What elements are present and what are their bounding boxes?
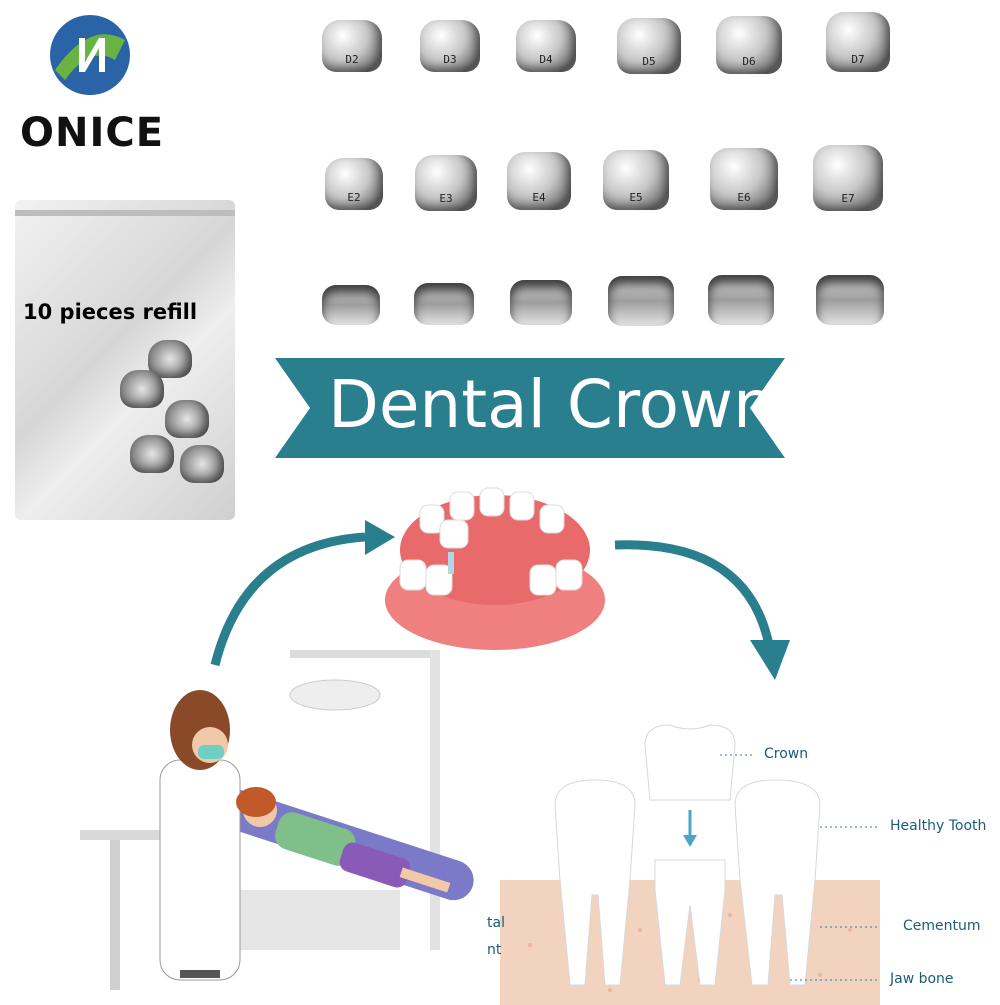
crown-ring bbox=[608, 276, 674, 326]
title-banner bbox=[275, 358, 785, 458]
crown-label: D2 bbox=[345, 53, 359, 66]
crown-label: D7 bbox=[851, 53, 865, 66]
crown-e5: E5 bbox=[603, 150, 669, 210]
bagged-crowns bbox=[120, 340, 230, 490]
crown-d2: D2 bbox=[322, 20, 382, 72]
crown-e3: E3 bbox=[415, 155, 477, 211]
crown-ring bbox=[708, 275, 774, 325]
onice-logo-icon bbox=[50, 15, 130, 95]
label-left-cut-1: tal bbox=[487, 915, 505, 931]
label-crown: Crown bbox=[764, 746, 809, 762]
bagged-crown bbox=[130, 435, 174, 473]
refill-bag: 10 pieces refill bbox=[15, 200, 235, 520]
crown-ring bbox=[322, 285, 380, 325]
crown-label: E4 bbox=[532, 191, 546, 204]
crown-label: E2 bbox=[347, 191, 361, 204]
refill-count-label: 10 pieces refill bbox=[23, 300, 198, 324]
crown-label: E5 bbox=[629, 191, 643, 204]
bagged-crown bbox=[165, 400, 209, 438]
label-healthy-tooth: Healthy Tooth bbox=[890, 818, 987, 834]
tooth-anatomy-diagram bbox=[500, 724, 880, 1005]
dentist-and-patient-illustration bbox=[80, 650, 474, 990]
bagged-crown bbox=[180, 445, 224, 483]
zip-bag-icon bbox=[15, 210, 235, 216]
crown-d5: D5 bbox=[617, 18, 681, 74]
brand-logo: ONICE bbox=[20, 10, 163, 156]
bagged-crown bbox=[120, 370, 164, 408]
crown-label: D5 bbox=[642, 55, 656, 68]
crown-label: D3 bbox=[443, 53, 457, 66]
curved-arrow-icon bbox=[210, 520, 395, 667]
crown-d7: D7 bbox=[826, 12, 890, 72]
label-jaw-bone: Jaw bone bbox=[890, 971, 954, 987]
label-cementum: Cementum bbox=[903, 918, 981, 934]
crown-label: E3 bbox=[439, 192, 453, 205]
crown-ring bbox=[510, 280, 572, 325]
crown-e4: E4 bbox=[507, 152, 571, 210]
crown-label: E6 bbox=[737, 191, 751, 204]
crown-e6: E6 bbox=[710, 148, 778, 210]
crown-d4: D4 bbox=[516, 20, 576, 72]
crown-ring bbox=[414, 283, 474, 325]
crown-label: E7 bbox=[841, 192, 855, 205]
crown-d3: D3 bbox=[420, 20, 480, 72]
label-left-cut-2: nt bbox=[487, 942, 502, 958]
crown-d6: D6 bbox=[716, 16, 782, 74]
crown-label: D4 bbox=[539, 53, 553, 66]
denture-with-implant-icon bbox=[385, 487, 605, 650]
crown-ring bbox=[816, 275, 884, 325]
crown-e2: E2 bbox=[325, 158, 383, 210]
curved-arrow-icon bbox=[614, 540, 790, 680]
banner-title: Dental Crown bbox=[328, 366, 775, 443]
crown-label: D6 bbox=[742, 55, 756, 68]
brand-name: ONICE bbox=[20, 110, 165, 156]
crown-e7: E7 bbox=[813, 145, 883, 211]
